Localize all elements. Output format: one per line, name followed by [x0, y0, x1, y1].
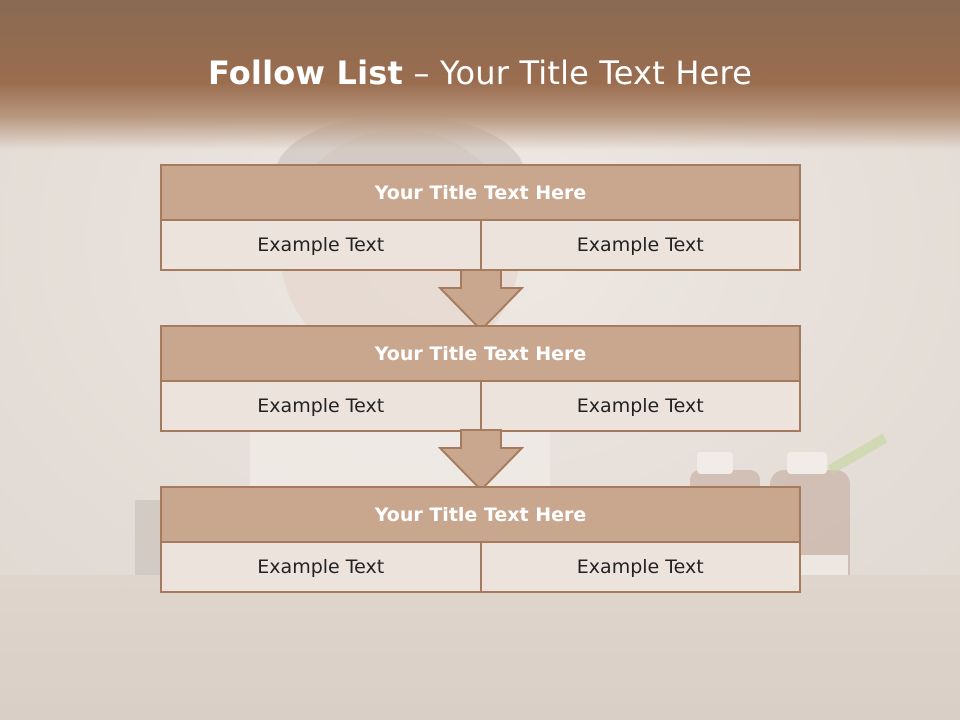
step-row: Example Text Example Text — [160, 543, 801, 593]
step-row: Example Text Example Text — [160, 382, 801, 432]
slide-title-rest: – Your Title Text Here — [403, 54, 753, 92]
step-box-2: Your Title Text Here Example Text Exampl… — [160, 325, 801, 432]
down-arrow-icon — [438, 429, 524, 492]
step-box-3: Your Title Text Here Example Text Exampl… — [160, 486, 801, 593]
step-row: Example Text Example Text — [160, 221, 801, 271]
down-arrow-icon — [438, 269, 524, 332]
step-cell-right: Example Text — [481, 543, 801, 593]
step-cell-right: Example Text — [481, 221, 801, 271]
step-box-1: Your Title Text Here Example Text Exampl… — [160, 164, 801, 271]
step-title: Your Title Text Here — [160, 486, 801, 543]
step-cell-right: Example Text — [481, 382, 801, 432]
step-title: Your Title Text Here — [160, 325, 801, 382]
slide-title-bold: Follow List — [207, 54, 404, 92]
step-cell-left: Example Text — [160, 543, 482, 593]
header-band — [0, 0, 960, 150]
step-cell-left: Example Text — [160, 382, 482, 432]
step-title: Your Title Text Here — [160, 164, 801, 221]
slide-title: Follow List – Your Title Text Here — [0, 54, 960, 92]
step-cell-left: Example Text — [160, 221, 482, 271]
